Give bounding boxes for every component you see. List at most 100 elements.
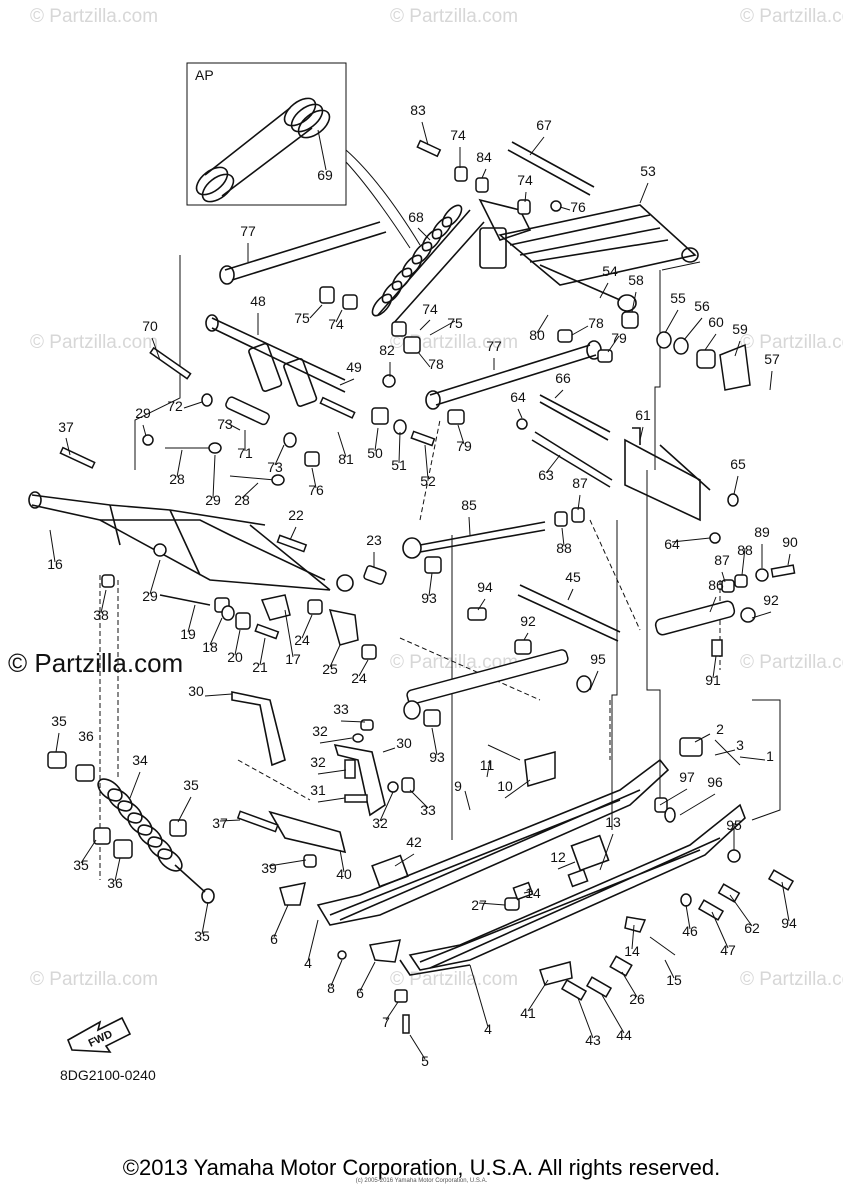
- part-callout-81: 81: [338, 451, 354, 467]
- part-callout-41: 41: [520, 1005, 536, 1021]
- bracket-61: [624, 427, 711, 522]
- part-callout-10: 10: [497, 778, 513, 794]
- watermark: © Partzilla.com: [390, 6, 518, 27]
- inset-label: AP: [195, 67, 214, 83]
- part-callout-65: 65: [730, 456, 746, 472]
- part-callout-21: 21: [252, 659, 268, 675]
- part-callout-11: 11: [480, 757, 495, 773]
- part-callout-32: 32: [310, 754, 326, 770]
- part-callout-69: 69: [317, 167, 333, 183]
- part-callout-6: 6: [270, 931, 278, 947]
- part-callout-61: 61: [635, 407, 651, 423]
- small-copyright: (c) 2005-2016 Yamaha Motor Corporation, …: [355, 1178, 488, 1184]
- part-callout-37: 37: [212, 815, 228, 831]
- part-callout-93: 93: [429, 749, 445, 765]
- part-callout-25: 25: [322, 661, 338, 677]
- part-callout-30: 30: [188, 683, 204, 699]
- part-callout-14: 14: [624, 943, 640, 959]
- watermark: © Partzilla.com: [740, 332, 843, 353]
- part-callout-44: 44: [616, 1027, 632, 1043]
- part-callout-34: 34: [132, 752, 148, 768]
- part-callout-40: 40: [336, 866, 352, 882]
- part-callout-4: 4: [304, 955, 312, 971]
- part-callout-12: 12: [550, 849, 566, 865]
- part-callout-22: 22: [288, 507, 304, 523]
- part-callout-39: 39: [261, 860, 277, 876]
- part-callout-23: 23: [366, 532, 382, 548]
- watermark: © Partzilla.com: [30, 332, 158, 353]
- part-callout-68: 68: [408, 209, 424, 225]
- part-callout-16: 16: [47, 556, 63, 572]
- part-callout-9: 9: [454, 778, 462, 794]
- part-callout-37: 37: [58, 419, 74, 435]
- fwd-label: FWD: [87, 1028, 115, 1049]
- part-callout-24: 24: [294, 632, 310, 648]
- watermark: © Partzilla.com: [740, 652, 843, 673]
- part-callout-64: 64: [664, 536, 680, 552]
- part-callout-88: 88: [737, 542, 753, 558]
- part-callout-63: 63: [538, 467, 554, 483]
- part-callout-79: 79: [611, 330, 627, 346]
- part-callout-79: 79: [456, 438, 472, 454]
- part-callout-70: 70: [142, 318, 158, 334]
- watermarks: © Partzilla.com © Partzilla.com © Partzi…: [30, 6, 843, 990]
- part-callout-75: 75: [294, 310, 310, 326]
- part-callout-20: 20: [227, 649, 243, 665]
- part-callout-95: 95: [726, 817, 742, 833]
- center-bracket: [205, 314, 346, 407]
- part-callout-3: 3: [736, 737, 744, 753]
- skis: [316, 758, 746, 976]
- part-callout-59: 59: [732, 321, 748, 337]
- part-callout-50: 50: [367, 445, 383, 461]
- watermark: © Partzilla.com: [30, 969, 158, 990]
- shafts: [402, 394, 621, 642]
- part-callout-96: 96: [707, 774, 723, 790]
- part-callout-18: 18: [202, 639, 218, 655]
- part-callout-74: 74: [422, 301, 438, 317]
- watermark: © Partzilla.com: [390, 652, 518, 673]
- part-callout-80: 80: [529, 327, 545, 343]
- part-callout-46: 46: [682, 923, 698, 939]
- part-callout-38: 38: [93, 607, 109, 623]
- inset-ap: AP: [186, 62, 421, 249]
- part-callout-78: 78: [428, 356, 444, 372]
- part-callout-8: 8: [327, 980, 335, 996]
- part-callout-97: 97: [679, 769, 695, 785]
- part-callout-60: 60: [708, 314, 724, 330]
- part-callout-29: 29: [135, 405, 151, 421]
- part-callout-36: 36: [107, 875, 123, 891]
- part-callout-49: 49: [346, 359, 362, 375]
- part-callout-74: 74: [517, 172, 533, 188]
- part-callout-47: 47: [720, 942, 736, 958]
- watermark: © Partzilla.com: [740, 6, 843, 27]
- part-callout-90: 90: [782, 534, 798, 550]
- part-callout-73: 73: [217, 416, 233, 432]
- part-callout-1: 1: [766, 748, 774, 764]
- part-callout-89: 89: [754, 524, 770, 540]
- rear-shock: [371, 198, 532, 326]
- part-callout-15: 15: [666, 972, 682, 988]
- part-callout-52: 52: [420, 473, 436, 489]
- part-callout-83: 83: [410, 102, 426, 118]
- part-callout-2: 2: [716, 721, 724, 737]
- part-callout-92: 92: [520, 613, 536, 629]
- part-callout-76: 76: [308, 482, 324, 498]
- part-callout-77: 77: [486, 338, 502, 354]
- part-callout-91: 91: [705, 672, 721, 688]
- front-bracket: [231, 691, 386, 854]
- part-callout-19: 19: [180, 626, 196, 642]
- watermark: © Partzilla.com: [390, 969, 518, 990]
- part-callout-13: 13: [605, 814, 621, 830]
- part-callout-67: 67: [536, 117, 552, 133]
- part-callout-33: 33: [333, 701, 349, 717]
- part-callout-43: 43: [585, 1032, 601, 1048]
- part-callout-58: 58: [628, 272, 644, 288]
- part-callout-75: 75: [447, 315, 463, 331]
- part-callout-54: 54: [602, 263, 618, 279]
- part-callout-73: 73: [267, 459, 283, 475]
- part-callout-7: 7: [382, 1014, 390, 1030]
- part-callout-66: 66: [555, 370, 571, 386]
- copyright-footer: ©2013 Yamaha Motor Corporation, U.S.A. A…: [122, 1155, 721, 1180]
- part-callout-29: 29: [142, 588, 158, 604]
